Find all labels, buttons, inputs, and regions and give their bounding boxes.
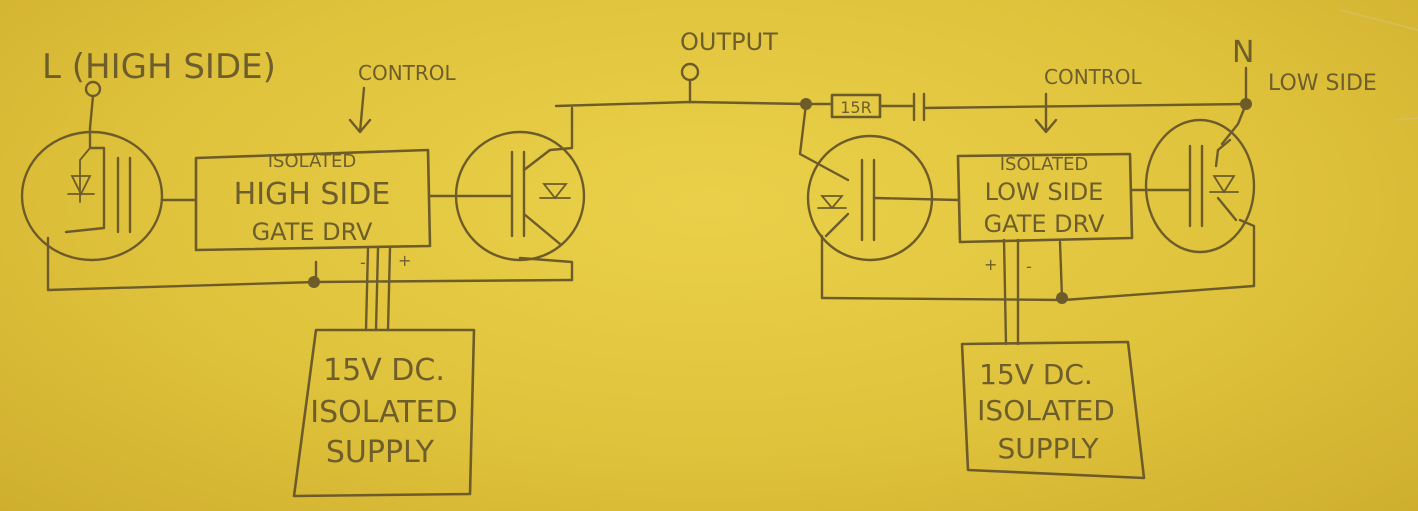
ls-supply-leads bbox=[1002, 238, 1020, 346]
l-terminal bbox=[84, 80, 102, 130]
output-terminal bbox=[680, 62, 700, 82]
right-supply-line3: SUPPLY bbox=[997, 432, 1099, 465]
low-side-label: LOW SIDE bbox=[1268, 71, 1377, 96]
right-supply-line2: ISOLATED bbox=[977, 394, 1115, 427]
right-supply-line1: 15V DC. bbox=[979, 358, 1093, 391]
ls-driver-line2: LOW SIDE bbox=[985, 178, 1104, 206]
left-isolated-supply-box bbox=[292, 328, 476, 498]
control-label-right: CONTROL bbox=[1044, 65, 1143, 89]
paper-edge-lower bbox=[1394, 117, 1418, 121]
hs-driver-line3: GATE DRV bbox=[252, 218, 373, 246]
ls-driver-line3: GATE DRV bbox=[984, 210, 1105, 238]
left-supply-line3: SUPPLY bbox=[326, 435, 435, 470]
igbt-high-side-1 bbox=[20, 126, 198, 292]
igbt-high-side-2 bbox=[428, 106, 586, 282]
hs-driver-line1: ISOLATED bbox=[268, 151, 357, 172]
control-arrow-left bbox=[348, 86, 372, 134]
ls-plus: + bbox=[984, 255, 997, 274]
snubber-capacitor bbox=[912, 92, 926, 122]
control-arrow-right bbox=[1034, 92, 1058, 134]
hs-driver-line2: HIGH SIDE bbox=[234, 177, 391, 212]
igbt-low-side-1 bbox=[798, 102, 960, 300]
left-supply-line1: 15V DC. bbox=[323, 353, 445, 388]
high-side-gate-driver-box bbox=[194, 148, 432, 252]
hs-supply-leads bbox=[364, 246, 392, 332]
paper-edge bbox=[1339, 9, 1418, 31]
ls-driver-to-rail bbox=[1058, 240, 1064, 300]
junction-dot-hs bbox=[308, 276, 320, 288]
right-isolated-supply-box bbox=[960, 340, 1146, 480]
low-side-return-wire bbox=[820, 284, 1256, 302]
l-terminal-label: L (HIGH SIDE) bbox=[42, 47, 276, 87]
output-rail bbox=[554, 100, 808, 108]
snubber-to-n bbox=[922, 102, 1248, 110]
hs-minus: - bbox=[360, 253, 366, 272]
hs-plus: + bbox=[398, 251, 411, 270]
ls-driver-line1: ISOLATED bbox=[1000, 154, 1089, 175]
n-terminal-label: N bbox=[1232, 35, 1254, 70]
left-supply-line2: ISOLATED bbox=[310, 395, 457, 430]
low-side-gate-driver-box bbox=[956, 152, 1134, 244]
control-label-left: CONTROL bbox=[358, 61, 457, 85]
ls-minus: - bbox=[1026, 257, 1032, 276]
resistor-label: 15R bbox=[840, 98, 871, 117]
igbt-low-side-2 bbox=[1130, 102, 1256, 288]
output-label: OUTPUT bbox=[680, 28, 778, 56]
